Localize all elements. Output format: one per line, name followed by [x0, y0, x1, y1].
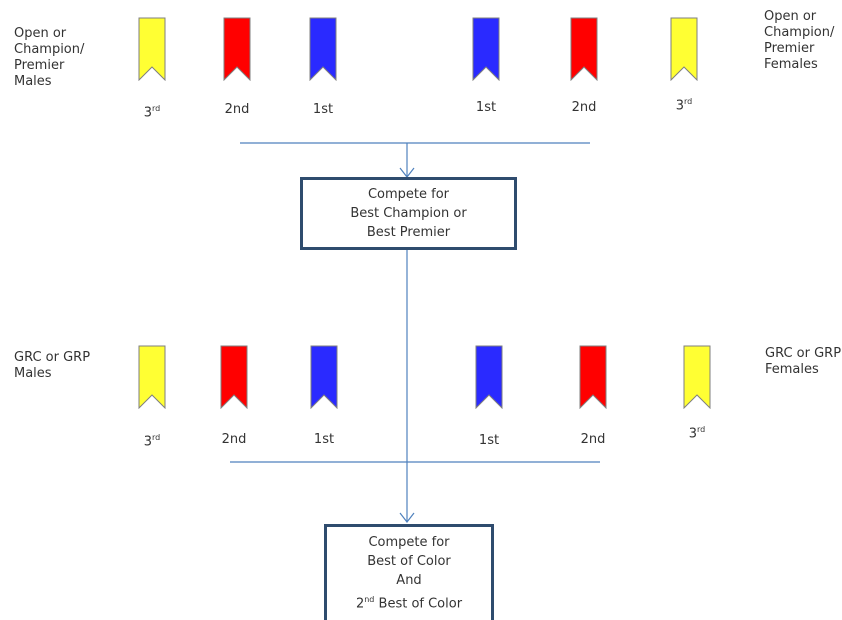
section2-females-label: GRC or GRP Females	[765, 346, 842, 377]
section1-place-label-3: 1st	[312, 102, 334, 117]
section2-ribbon-3	[310, 345, 338, 409]
section1-place-label-5: 2nd	[571, 100, 597, 115]
section2-place-label-2: 2nd	[221, 432, 247, 447]
section2-place-label-5: 2nd	[580, 432, 606, 447]
box2-line4: 2nd Best of Color	[355, 595, 463, 612]
section1-place-label-6: 3rd	[675, 97, 693, 114]
section2-ribbon-6	[683, 345, 711, 409]
section2-place-label-1: 3rd	[143, 433, 161, 450]
section1-place-label-1: 3rd	[143, 104, 161, 121]
box1-line2: Best Champion or	[350, 206, 467, 221]
box1-line1: Compete for	[367, 187, 450, 202]
section2-place-label-4: 1st	[478, 433, 500, 448]
section1-ribbon-6	[670, 17, 698, 81]
box1-line3: Best Premier	[366, 225, 451, 240]
section1-ribbon-4	[472, 17, 500, 81]
section1-ribbon-3	[309, 17, 337, 81]
section1-place-label-4: 1st	[475, 100, 497, 115]
section1-females-label: Open or Champion/ Premier Females	[764, 9, 835, 72]
section2-ribbon-4	[475, 345, 503, 409]
box2-line1: Compete for	[368, 535, 450, 551]
section2-place-label-3: 1st	[313, 432, 335, 447]
section1-males-label: Open or Champion/ Premier Males	[14, 26, 85, 89]
section1-ribbon-5	[570, 17, 598, 81]
section2-ribbon-5	[579, 345, 607, 409]
section2-arrowhead	[399, 512, 415, 523]
section1-ribbon-2	[223, 17, 251, 81]
section2-ribbon-1	[138, 345, 166, 409]
box2-line2: Best of Color	[367, 554, 451, 570]
compete-best-champion-box: Compete for Best Champion or Best Premie…	[300, 177, 517, 250]
section2-place-label-6: 3rd	[688, 425, 706, 442]
section1-ribbon-1	[138, 17, 166, 81]
section2-ribbon-2	[220, 345, 248, 409]
compete-best-of-color-box: Compete for Best of Color And 2nd Best o…	[324, 524, 494, 620]
box2-line3: And	[396, 573, 422, 589]
section2-males-label: GRC or GRP Males	[14, 350, 91, 381]
section1-place-label-2: 2nd	[224, 102, 250, 117]
